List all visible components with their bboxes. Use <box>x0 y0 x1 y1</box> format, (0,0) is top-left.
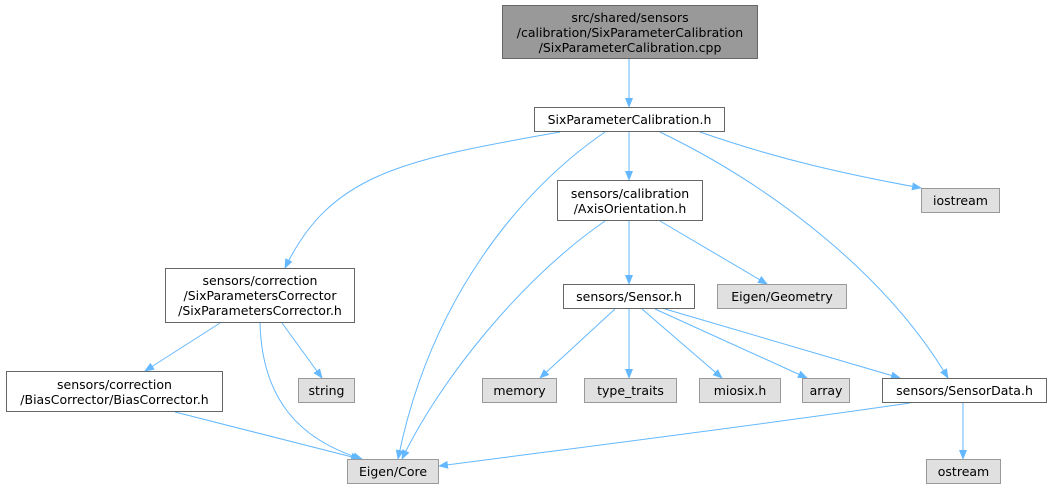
node-label-line: /AxisOrientation.h <box>573 200 687 216</box>
node-axis-orientation-h[interactable]: sensors/calibration/AxisOrientation.h <box>557 180 703 221</box>
node-label-line: /calibration/SixParameterCalibration <box>516 24 744 40</box>
node-root[interactable]: src/shared/sensors/calibration/SixParame… <box>502 5 758 59</box>
node-iostream[interactable]: iostream <box>921 188 1000 213</box>
node-sensor-data-h[interactable]: sensors/SensorData.h <box>882 378 1047 403</box>
edge-six-params-corrector-h-to-bias-corrector-h <box>144 322 221 372</box>
node-label-line: string <box>308 383 345 398</box>
node-array[interactable]: array <box>802 378 850 403</box>
edge-six-param-h-to-sensor-data-h <box>659 131 949 379</box>
node-label-line: sensors/calibration <box>570 185 690 201</box>
edge-axis-orientation-h-to-eigen-core <box>401 220 606 460</box>
edge-sensor-data-h-to-eigen-core <box>438 402 911 469</box>
node-label-line: /SixParametersCorrector.h <box>178 303 342 318</box>
node-label-line: sensors/Sensor.h <box>576 289 682 304</box>
node-label-line: miosix.h <box>713 383 767 398</box>
node-label-line: type_traits <box>597 383 664 398</box>
node-six-params-corrector-h[interactable]: sensors/correction/SixParametersCorrecto… <box>165 268 355 323</box>
node-miosix-h[interactable]: miosix.h <box>699 378 781 403</box>
node-label-line: iostream <box>933 193 988 208</box>
edge-sensor-h-to-array <box>654 308 808 379</box>
edge-six-params-corrector-h-to-eigen-core <box>259 322 363 461</box>
node-label-line: /BiasCorrector/BiasCorrector.h <box>20 391 209 407</box>
node-six-param-h[interactable]: SixParameterCalibration.h <box>534 107 725 132</box>
edge-bias-corrector-h-to-eigen-core <box>174 411 361 461</box>
node-type-traits[interactable]: type_traits <box>584 378 677 403</box>
node-eigen-core[interactable]: Eigen/Core <box>347 459 439 484</box>
node-ostream[interactable]: ostream <box>926 459 1001 484</box>
node-eigen-geometry[interactable]: Eigen/Geometry <box>717 284 847 309</box>
node-label-line: array <box>809 383 843 398</box>
node-memory[interactable]: memory <box>482 378 557 403</box>
node-sensor-h[interactable]: sensors/Sensor.h <box>563 284 695 309</box>
edge-sensor-h-to-miosix-h <box>641 308 723 379</box>
node-label-line: memory <box>493 383 546 398</box>
node-label-line: sensors/SensorData.h <box>896 383 1033 398</box>
edge-sensor-h-to-memory <box>539 308 616 379</box>
node-label-line: sensors/correction <box>202 273 318 288</box>
edge-six-param-h-to-six-params-corrector-h <box>284 131 561 269</box>
node-label-line: ostream <box>937 464 990 479</box>
edge-six-param-h-to-eigen-core <box>395 131 606 460</box>
node-label-line: /SixParametersCorrector <box>183 288 337 303</box>
edge-six-params-corrector-h-to-string <box>281 322 323 379</box>
node-label-line: Eigen/Geometry <box>731 289 833 304</box>
node-label-line: SixParameterCalibration.h <box>547 112 712 127</box>
edge-sensor-h-to-sensor-data-h <box>664 308 901 380</box>
node-label-line: /SixParameterCalibration.cpp <box>538 39 722 55</box>
edge-axis-orientation-h-to-eigen-geometry <box>659 220 768 285</box>
node-string[interactable]: string <box>298 378 355 403</box>
node-label-line: src/shared/sensors <box>571 9 689 25</box>
node-label-line: Eigen/Core <box>358 464 428 479</box>
node-label-line: sensors/correction <box>57 376 172 392</box>
node-bias-corrector-h[interactable]: sensors/correction/BiasCorrector/BiasCor… <box>6 371 223 412</box>
edge-six-param-h-to-iostream <box>699 131 922 191</box>
